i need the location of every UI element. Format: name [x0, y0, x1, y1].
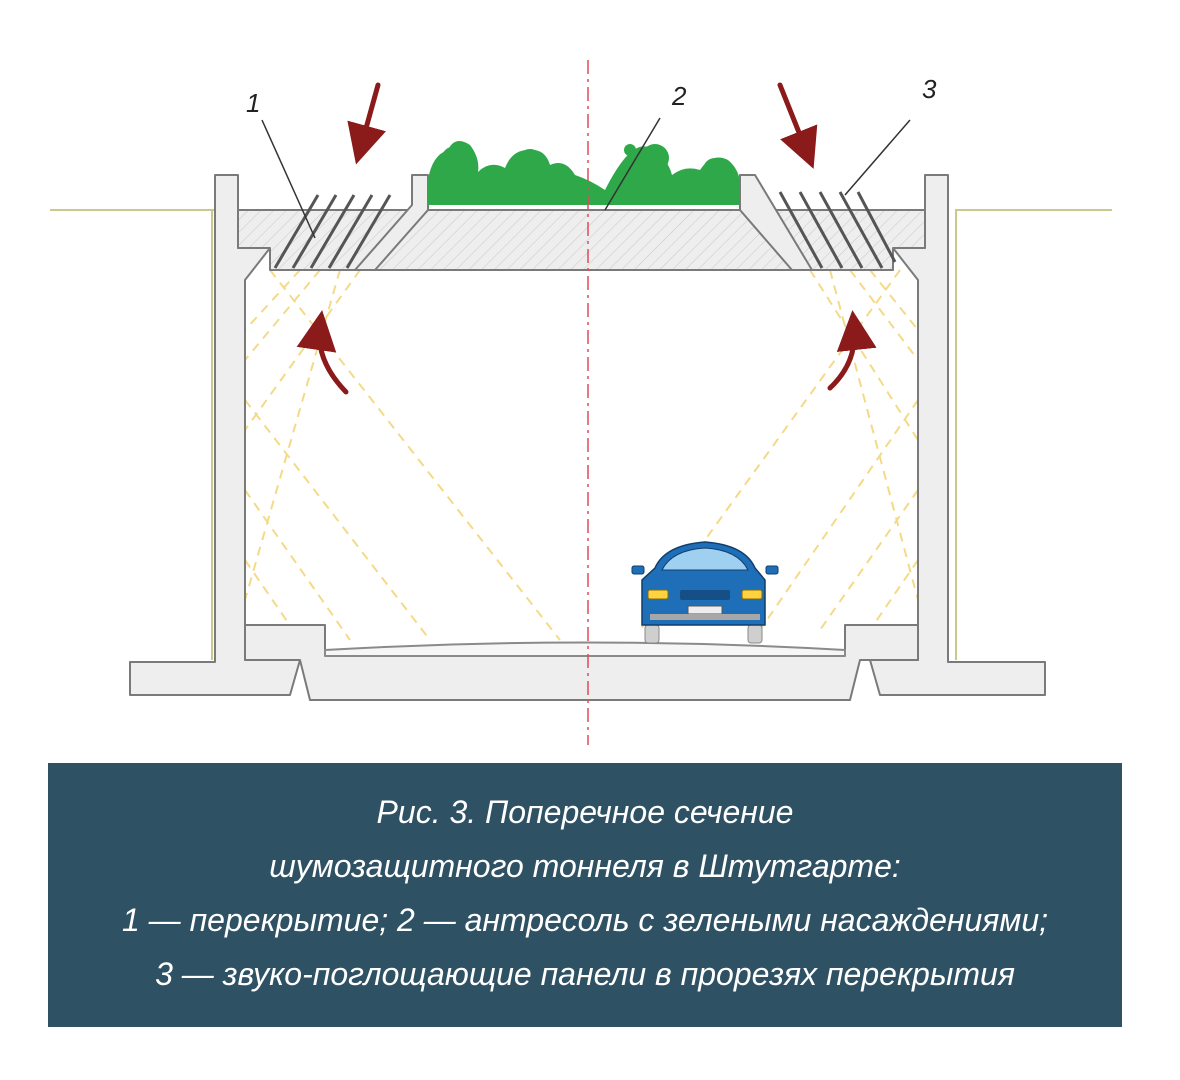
caption-line-3: 1 — перекрытие; 2 — антресоль с зелеными… — [121, 902, 1049, 938]
arrow-down-icon — [347, 82, 386, 165]
arrow-up-icon — [296, 310, 349, 395]
sound-panels-right — [778, 191, 897, 269]
greenery-icon — [428, 141, 740, 205]
caption-line-4: 3 — звуко-поглощающие панели в прорезях … — [155, 956, 1015, 992]
callout-leaders — [261, 117, 911, 239]
arrows — [296, 82, 877, 395]
callout-label-2: 2 — [671, 81, 687, 111]
callout-label-3: 3 — [922, 74, 937, 104]
right-wall — [869, 174, 1046, 696]
roadway — [324, 641, 846, 657]
figure-caption: Рис. 3. Поперечное сечение шумозащитного… — [48, 763, 1122, 1027]
road-base — [244, 624, 919, 701]
caption-line-2: шумозащитного тоннеля в Штутгарте: — [269, 848, 901, 884]
mezzanine-left-wall — [354, 174, 429, 271]
tunnel-structure — [129, 174, 1046, 701]
caption-line-1: Рис. 3. Поперечное сечение — [376, 794, 794, 830]
ground-surface — [50, 209, 1112, 660]
sound-panels-left — [273, 194, 392, 269]
tunnel-cross-section-diagram: 1 2 3 — [50, 60, 1112, 745]
arrow-up-icon — [827, 310, 877, 391]
car-icon — [631, 541, 779, 644]
sound-rays — [244, 269, 919, 641]
callout-label-1: 1 — [246, 88, 260, 118]
arrow-down-icon — [777, 82, 818, 169]
